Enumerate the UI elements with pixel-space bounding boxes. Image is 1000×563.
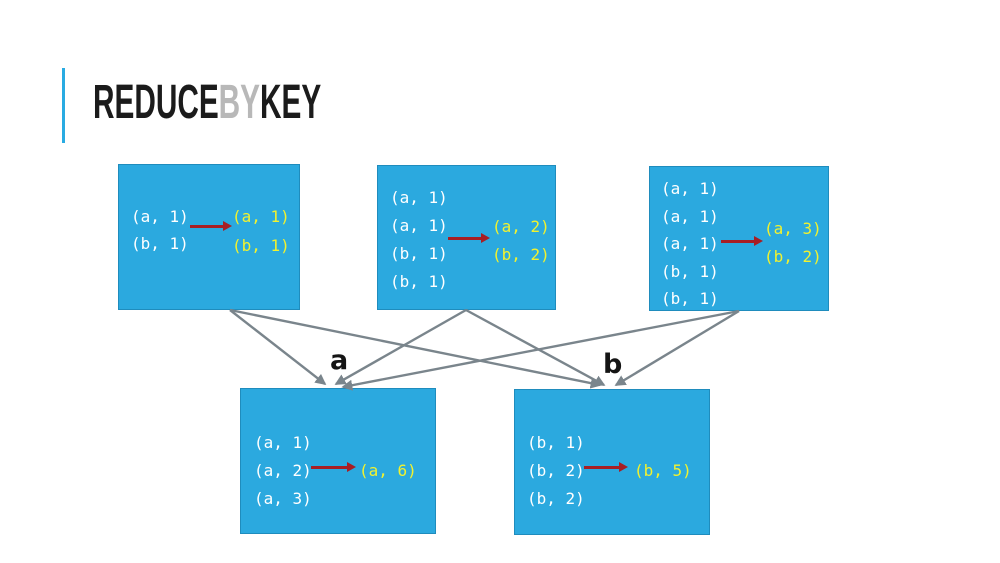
reduce-arrow: [448, 237, 481, 240]
tuple-result: (b, 2): [492, 245, 550, 264]
output-tuples: (a, 6): [359, 457, 417, 485]
partition-box-1: (a, 1) (b, 1) (a, 1) (b, 1): [118, 164, 300, 310]
input-tuples: (b, 1) (b, 2) (b, 2): [527, 429, 585, 513]
tuple: (a, 1): [661, 206, 719, 226]
tuple-result: (b, 5): [634, 461, 692, 480]
title-part-by: BY: [218, 76, 261, 129]
tuple: (a, 1): [661, 234, 719, 253]
title-accent-bar: [62, 68, 65, 143]
partition-box-2: (a, 1) (a, 1) (b, 1) (b, 1) (a, 2) (b, 2…: [377, 165, 556, 310]
input-tuples: (a, 1) (b, 1): [131, 203, 189, 257]
edge-partition3-to-group-a: [341, 309, 740, 391]
reduce-arrow: [721, 240, 754, 243]
reduce-arrow: [311, 466, 347, 469]
group-label-a: a: [330, 345, 349, 376]
group-label-b: b: [603, 349, 623, 380]
reduce-arrow: [190, 225, 223, 228]
tuple: (a, 1): [390, 188, 448, 207]
tuple: (a, 1): [254, 433, 312, 452]
tuple-result: (a, 2): [492, 217, 550, 236]
tuple: (b, 1): [661, 261, 719, 281]
tuple: (b, 1): [131, 234, 189, 253]
input-tuples: (a, 1) (a, 2) (a, 3): [254, 429, 312, 513]
tuple-result: (b, 1): [232, 236, 290, 255]
tuple: (a, 2): [254, 461, 312, 480]
edge-partition1-to-group-a: [229, 309, 327, 386]
edge-partition1-to-group-b: [229, 308, 602, 389]
tuple-result: (a, 3): [764, 219, 822, 238]
tuple: (a, 1): [131, 207, 189, 226]
page-title: REDUCEBYKEY: [93, 79, 321, 127]
edge-partition2-to-group-a: [334, 308, 467, 386]
tuple: (a, 1): [390, 216, 448, 235]
tuple: (b, 1): [527, 433, 585, 452]
group-box-b: (b, 1) (b, 2) (b, 2) (b, 5): [514, 389, 710, 535]
tuple: (b, 1): [390, 272, 448, 291]
input-tuples: (a, 1) (a, 1) (b, 1) (b, 1): [390, 184, 448, 296]
tuple: (a, 1): [661, 179, 719, 198]
edge-partition2-to-group-b: [465, 308, 606, 387]
reduce-arrow: [584, 466, 619, 469]
tuple: (b, 1): [390, 244, 448, 263]
tuple: (b, 2): [527, 461, 585, 480]
edge-partition3-to-group-b: [614, 309, 740, 387]
output-tuples: (a, 2) (b, 2): [492, 213, 550, 269]
tuple-result: (b, 2): [764, 247, 822, 266]
title-part-key: KEY: [260, 76, 322, 129]
tuple-result: (a, 1): [232, 207, 290, 226]
tuple: (b, 2): [527, 489, 585, 508]
tuple-result: (a, 6): [359, 461, 417, 480]
output-tuples: (a, 1) (b, 1): [232, 202, 290, 260]
tuple: (b, 1): [661, 289, 719, 308]
tuple: (a, 3): [254, 489, 312, 508]
group-box-a: (a, 1) (a, 2) (a, 3) (a, 6): [240, 388, 436, 534]
input-tuples: (a, 1) (a, 1) (a, 1) (b, 1) (b, 1): [661, 175, 719, 313]
output-tuples: (a, 3) (b, 2): [764, 215, 822, 271]
partition-box-3: (a, 1) (a, 1) (a, 1) (b, 1) (b, 1) (a, 3…: [649, 166, 829, 311]
title-part-reduce: REDUCE: [93, 76, 219, 129]
output-tuples: (b, 5): [634, 457, 692, 485]
